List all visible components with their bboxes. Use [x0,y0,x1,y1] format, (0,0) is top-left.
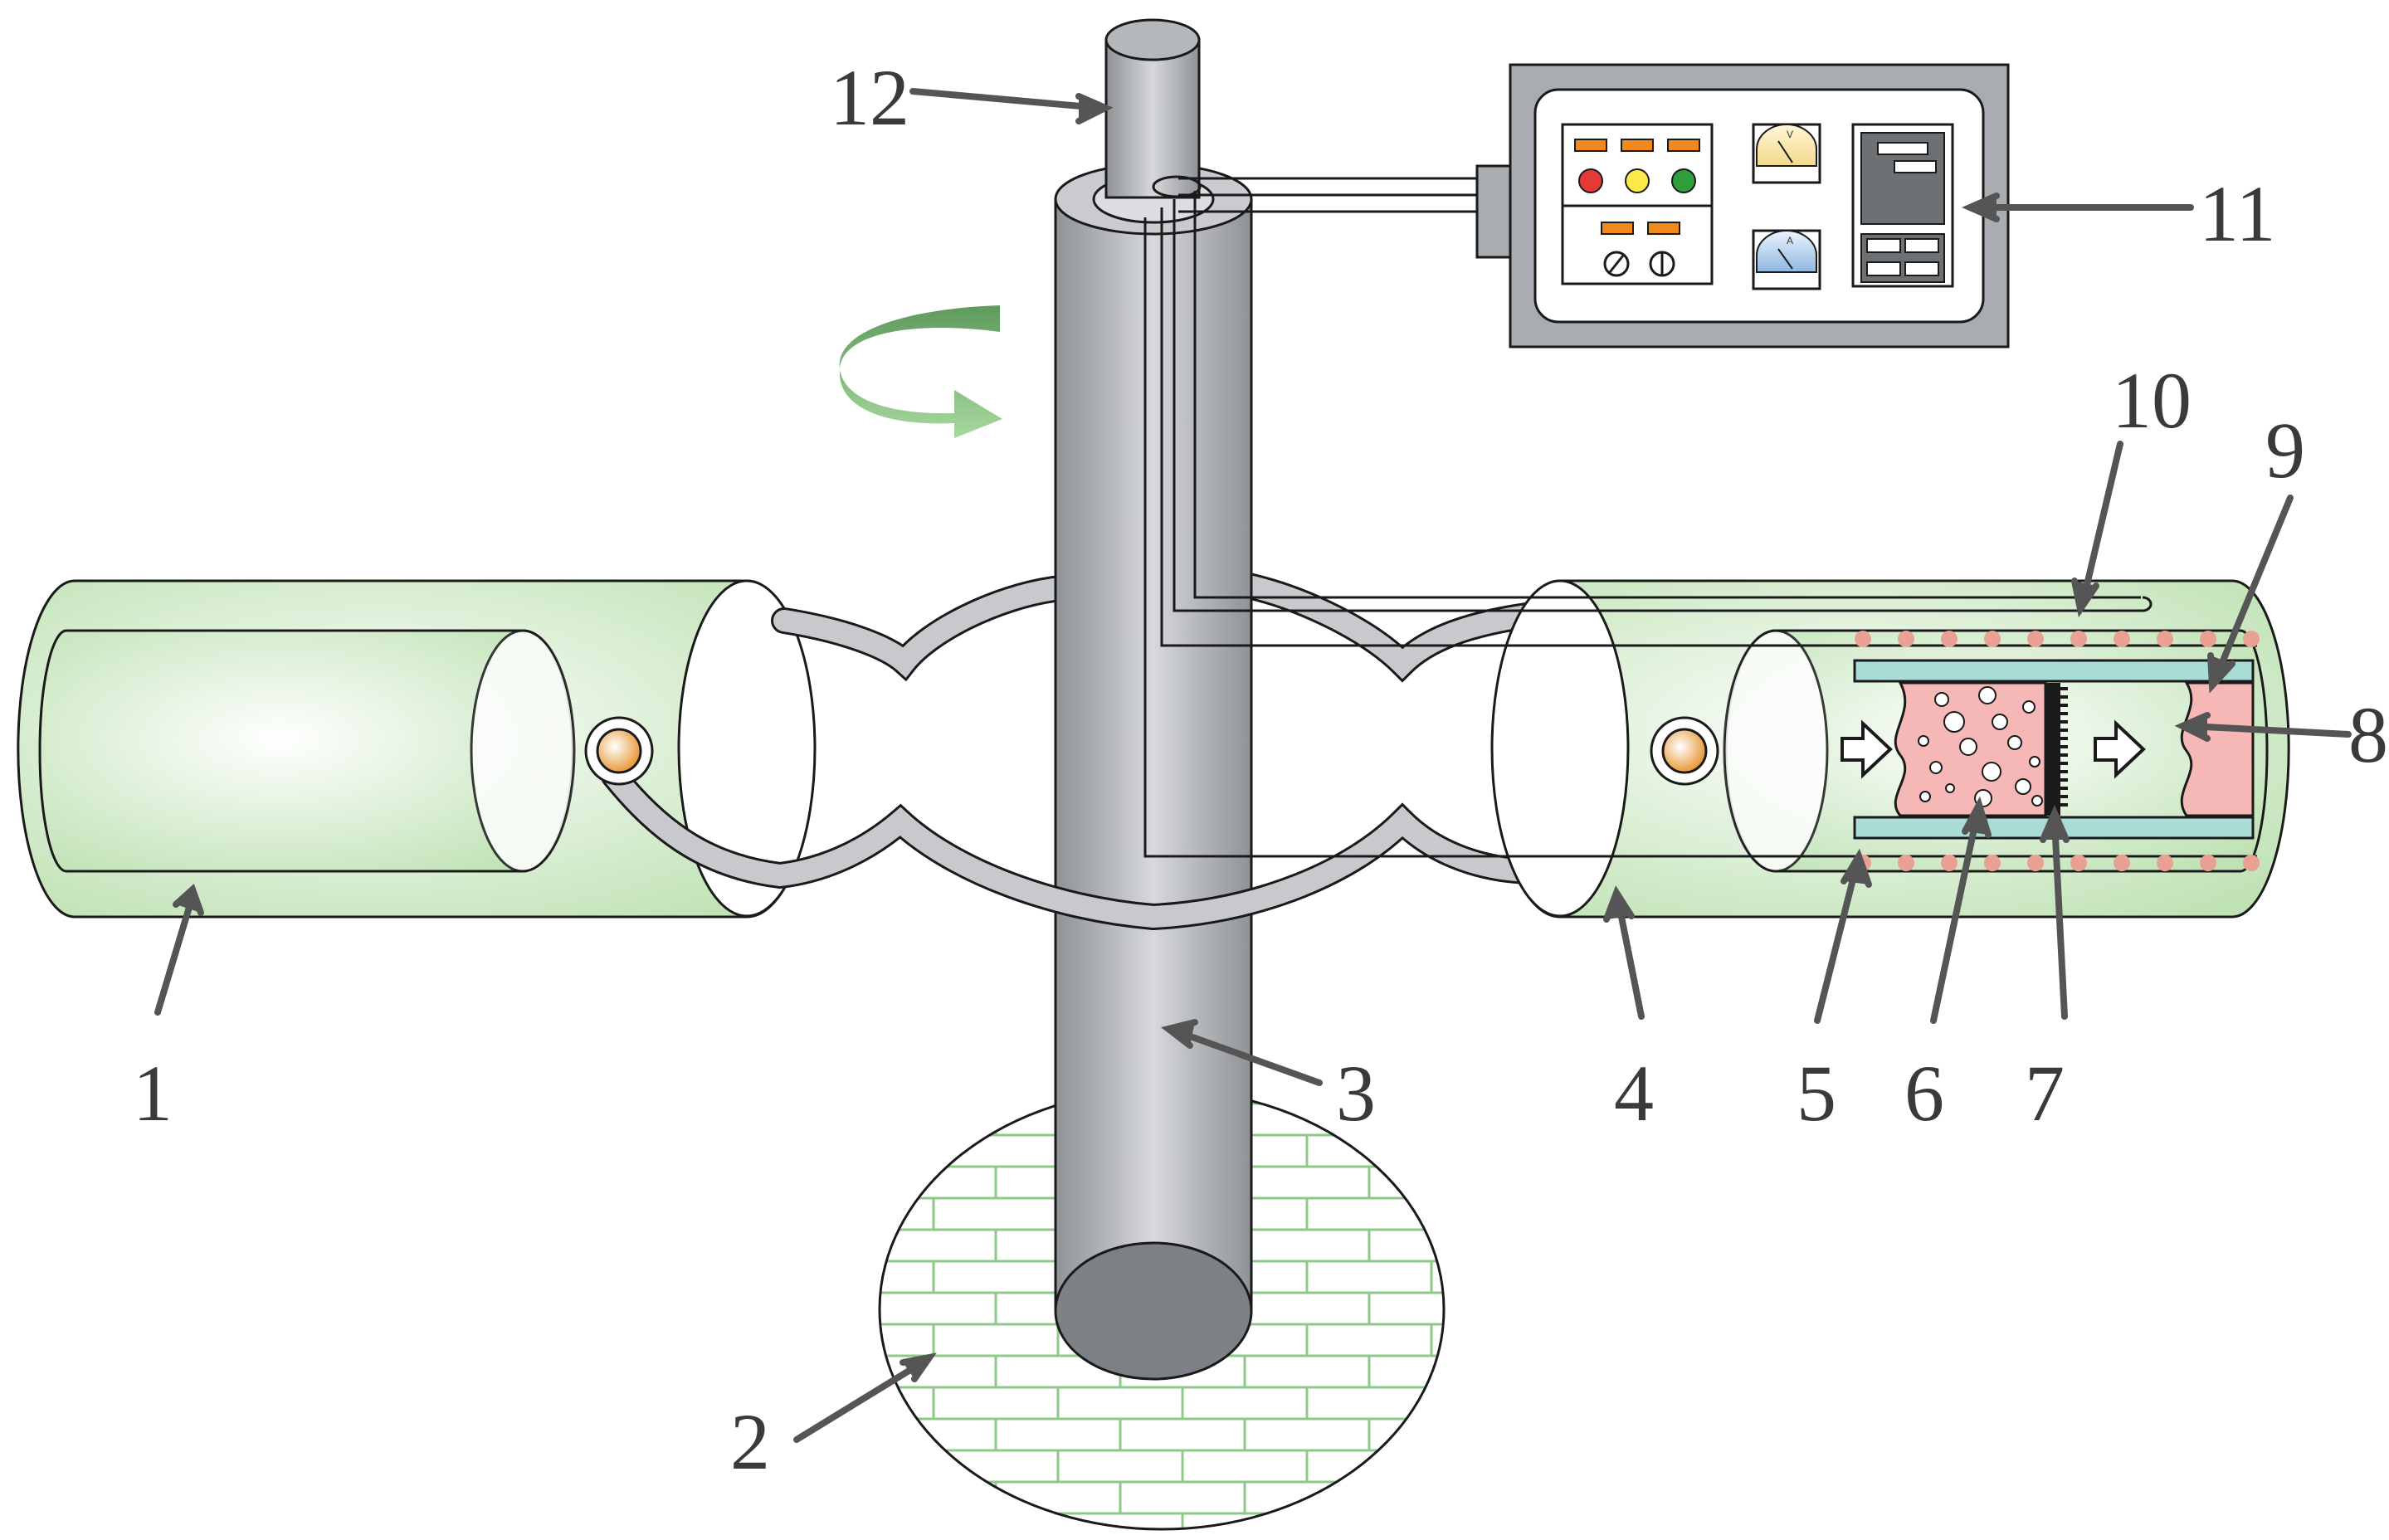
bubble [1992,714,2008,730]
left-pivot-ball [584,716,654,786]
bubble [1934,692,1949,707]
bubble [2031,795,2043,807]
bubble [2015,778,2031,795]
bubble [2029,756,2040,768]
yellow-lamp [1625,168,1650,193]
label-6: 6 [1904,1049,1944,1138]
rotor-arms [771,572,1540,683]
bubble [1982,762,2001,782]
filtered-sample [2180,681,2255,817]
indicator-bar [1647,222,1680,235]
heater-dot [2157,855,2173,871]
heater-dot [2027,855,2044,871]
flow-arrow-left [1841,719,1893,779]
bubble [1959,738,1977,756]
heater-dot [2157,631,2173,647]
left-tube [17,579,817,919]
bubble [1943,711,1965,733]
label-3: 3 [1336,1049,1376,1138]
filter-mesh [2045,683,2068,816]
flow-arrow-right [2094,719,2146,779]
red-lamp [1578,168,1603,193]
heater-dot [1898,855,1914,871]
gas-bubbles [1918,686,2043,807]
indicator-bar [1601,222,1634,235]
indicator-bar [1667,139,1700,152]
heater-dot [2070,631,2087,647]
part-labels: 1 2 3 4 5 6 7 8 9 10 11 12 [133,53,2388,1486]
voltmeter-letter: V [1787,129,1793,140]
bubble [2022,700,2036,714]
heater-dot [1984,631,2001,647]
label-4: 4 [1614,1049,1654,1138]
top-spindle [1104,18,1201,199]
ammeter-letter: A [1787,235,1793,246]
ammeter: A [1752,229,1821,290]
heater-dot [1941,631,1958,647]
label-1: 1 [133,1049,173,1138]
label-11: 11 [2199,169,2275,258]
heater-dot [2027,631,2044,647]
heater-dot [2200,855,2216,871]
label-12: 12 [830,53,909,142]
bubble [2007,735,2022,750]
bubble [1978,686,1997,704]
central-shaft [1054,163,1253,1381]
heater-dot [1898,631,1914,647]
heater-dot [2114,855,2130,871]
label-8: 8 [2348,690,2388,779]
label-10: 10 [2112,356,2192,445]
label-5: 5 [1797,1049,1836,1138]
indicator-bar [1574,139,1607,152]
right-pivot-ball [1650,716,1719,786]
heater-dot [1941,855,1958,871]
heater-dot [2243,631,2260,647]
heater-dot [2070,855,2087,871]
label-7: 7 [2025,1049,2065,1138]
voltmeter: V [1752,123,1821,184]
bubble [1945,783,1955,793]
rotation-arrow-icon [839,305,1002,438]
bubble [1919,791,1931,802]
electrical-wires [1143,175,2153,858]
heater-dot [2243,855,2260,871]
heater-dot [2200,631,2216,647]
green-lamp [1671,168,1696,193]
bubble [1918,735,1929,747]
label-2: 2 [730,1397,770,1486]
heater-dot [1984,855,2001,871]
control-box: V A [1475,63,2010,348]
heater-dot [2114,631,2130,647]
heater-coil-dots [1855,631,2260,871]
leader-arrows [154,88,2352,1443]
bubble [1929,761,1943,774]
label-9: 9 [2265,406,2305,495]
indicator-bar [1621,139,1654,152]
heater-dot [1855,631,1871,647]
